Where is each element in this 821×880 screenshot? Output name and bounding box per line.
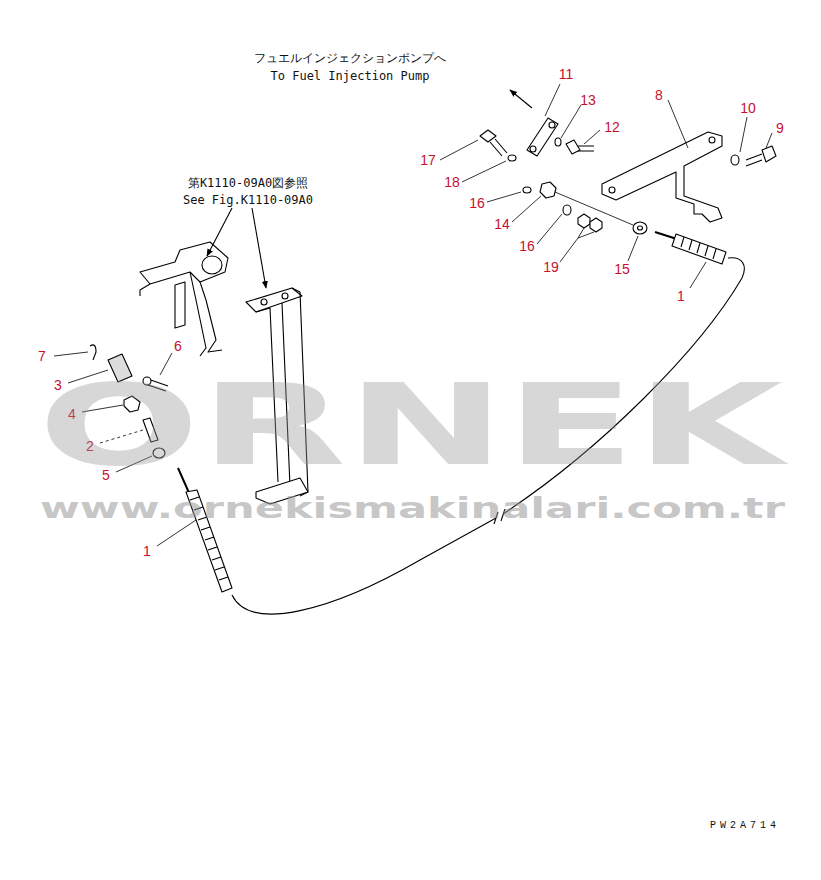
note-text: 第K1110-09A0図参照 [188,177,308,189]
callout-number: 19 [543,260,559,274]
callout-number: 15 [614,262,630,276]
callout-number: 1 [677,289,685,303]
callout-number: 17 [420,153,436,167]
callout-number: 8 [655,88,663,102]
note-text: See Fig.K1110-09A0 [183,194,313,206]
drawing-code: PW2A714 [710,821,780,831]
callout-number: 13 [580,93,596,107]
callout-number: 12 [604,120,620,134]
callout-number: 18 [444,175,460,189]
callout-number: 16 [469,196,485,210]
callout-number: 1 [143,544,151,558]
note-text: To Fuel Injection Pump [271,70,430,82]
callout-number: 14 [494,217,510,231]
watermark: ORNEK [38,370,783,482]
watermark-url: www.ornekismakinalari.com.tr [40,494,785,522]
callout-number: 10 [740,101,756,115]
callout-number: 9 [776,121,784,135]
callout-number: 16 [519,239,535,253]
note-text: フュエルインジェクションポンプへ [254,52,446,64]
callout-number: 6 [174,339,182,353]
callout-number: 11 [559,67,574,81]
callout-number: 7 [38,349,46,363]
